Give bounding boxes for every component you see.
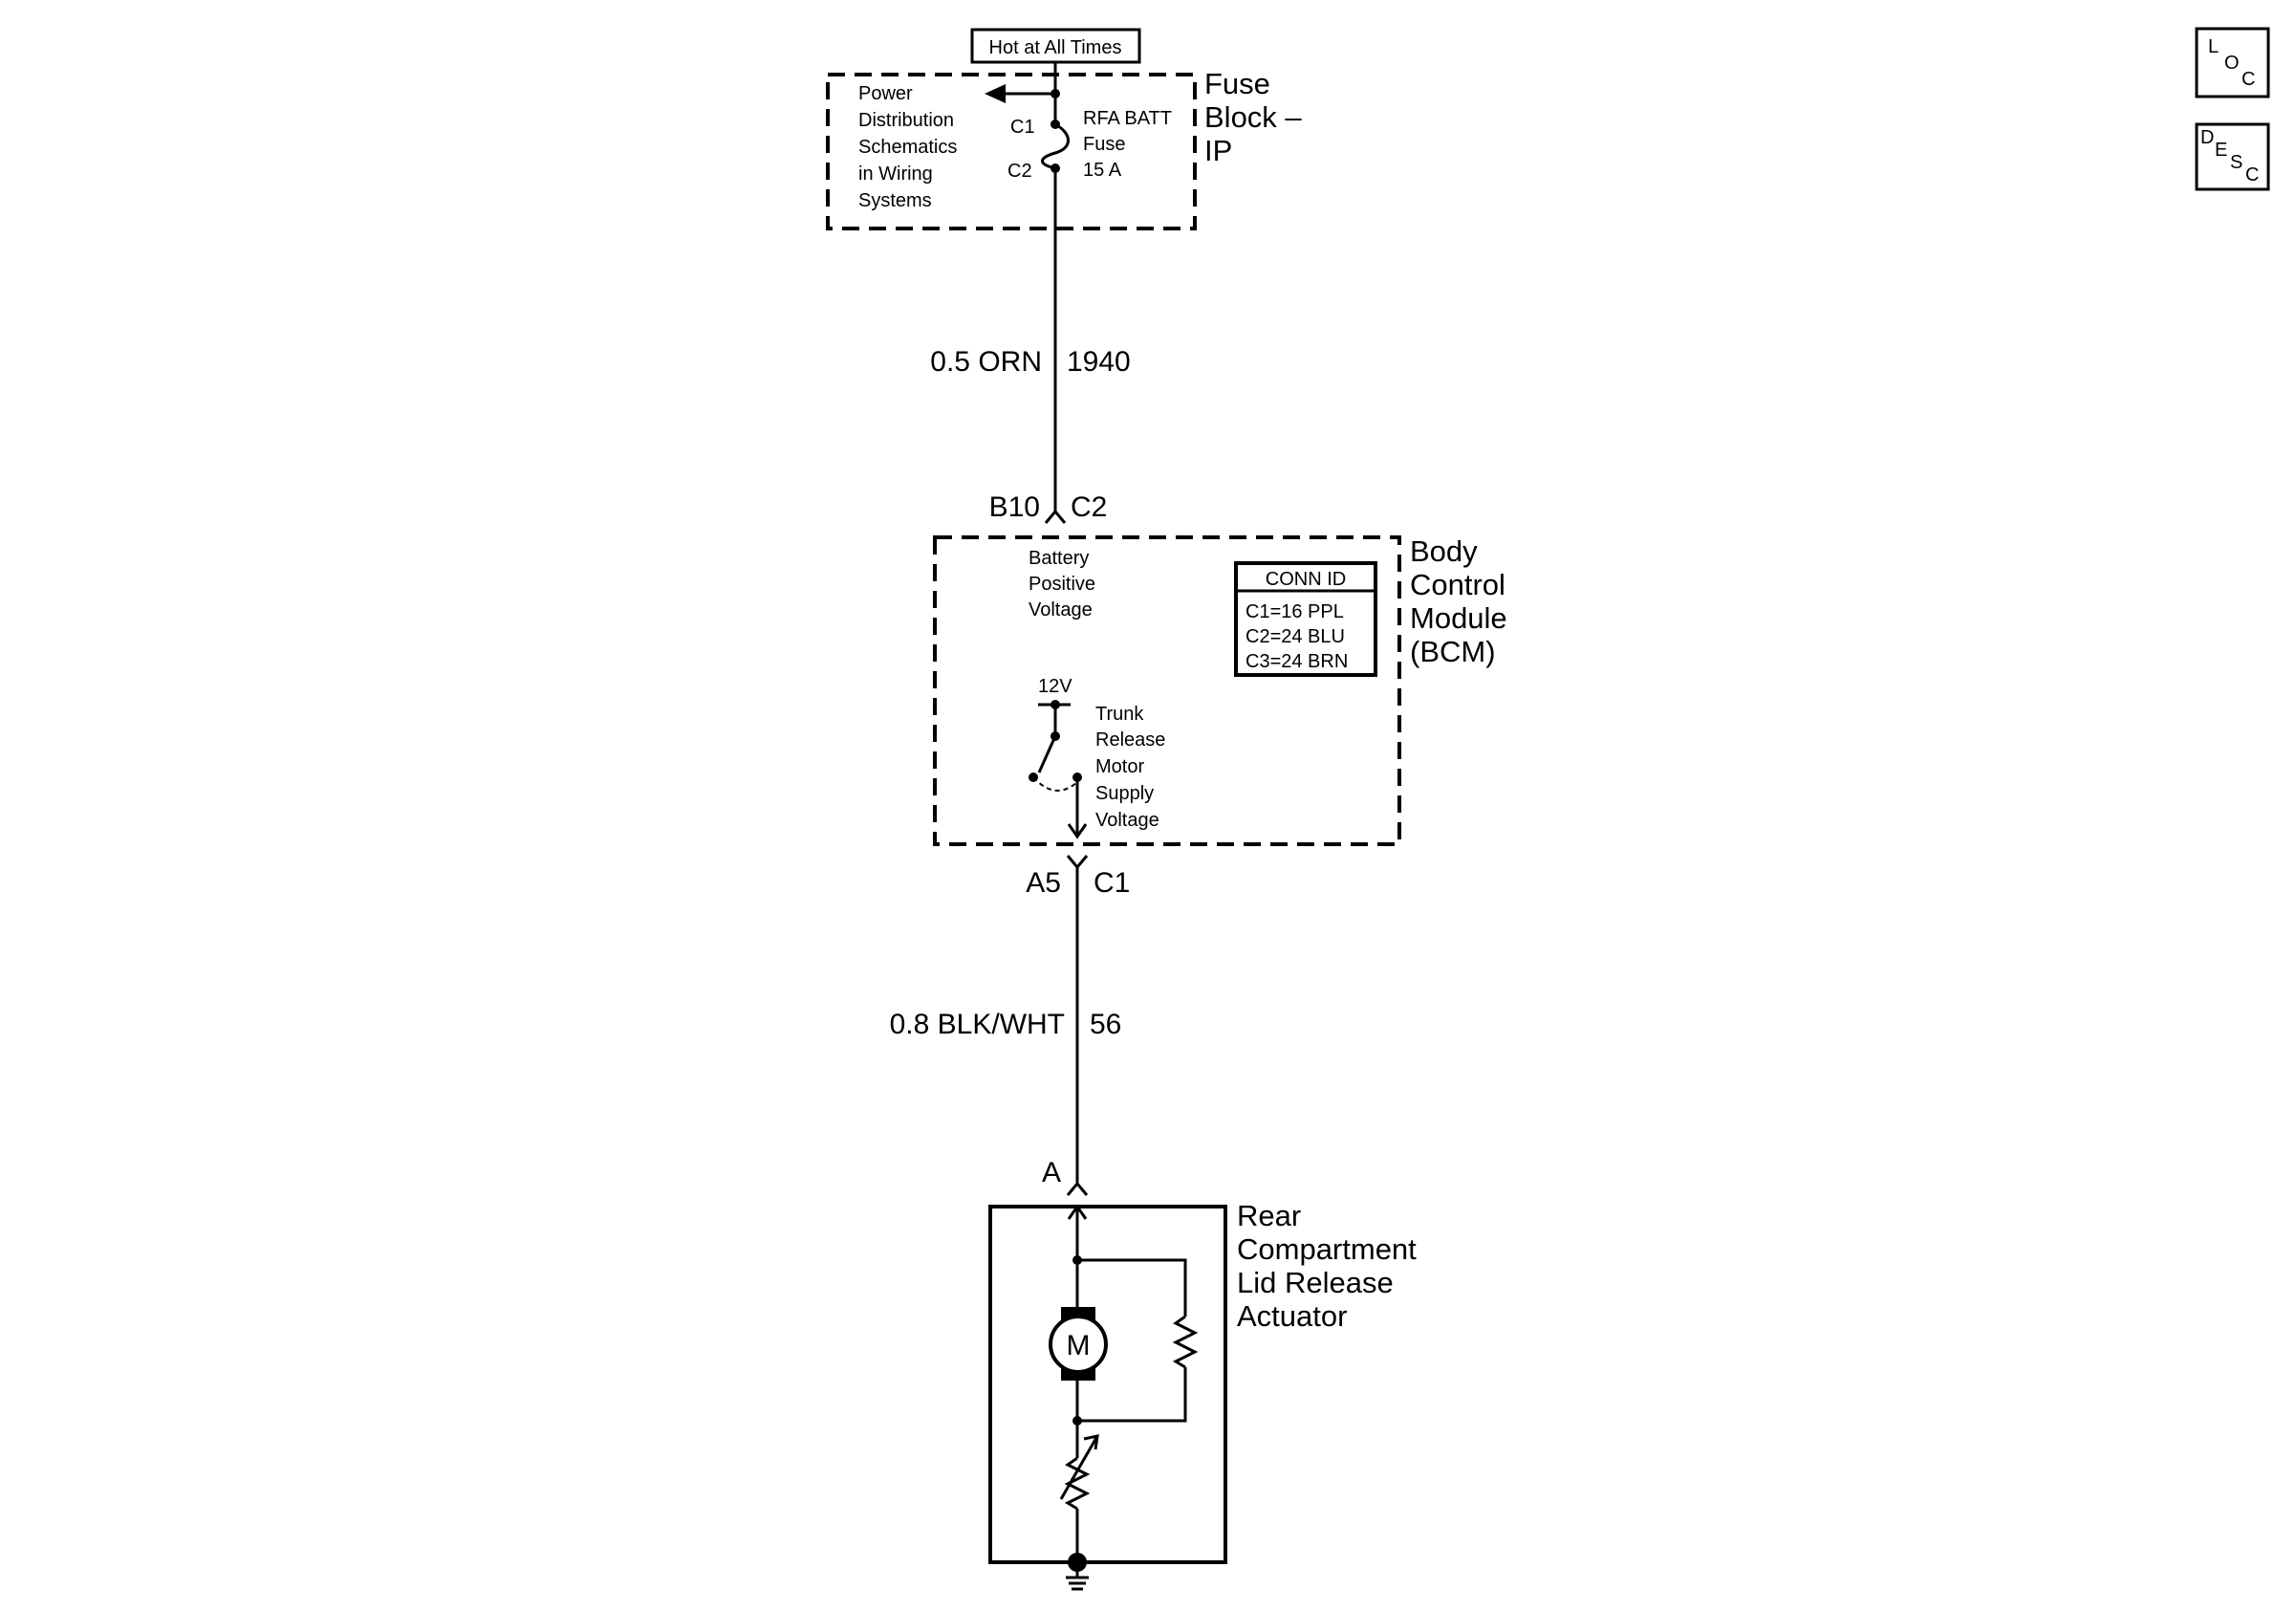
actuator-outline	[988, 1205, 1227, 1564]
note-line-3: Schematics	[858, 137, 957, 158]
note-line-5: Systems	[858, 190, 932, 211]
bcm-name-1: Body	[1410, 534, 1478, 568]
bcm-terminal-out: A5	[1026, 867, 1061, 899]
desc-letter-4: C	[2245, 164, 2259, 185]
bcm-input-label-1: Battery	[1029, 548, 1089, 569]
fuse-name-line-2: Fuse	[1083, 134, 1125, 155]
fuse-name-line-3: 15 A	[1083, 160, 1122, 181]
bcm-output-label-2: Release	[1095, 729, 1165, 751]
actuator-name-2: Compartment	[1237, 1232, 1417, 1266]
bcm-output-label-5: Voltage	[1095, 810, 1159, 831]
wire-1-spec: 0.5 ORN	[930, 346, 1042, 378]
bcm-name-2: Control	[1410, 568, 1505, 601]
fuse-block-name-2: Block –	[1204, 100, 1302, 134]
fuse-block-outline	[826, 73, 1197, 230]
fuse-name-line-1: RFA BATT	[1083, 108, 1172, 129]
fuse-block: Fuse Block – IP Power Distribution Schem…	[826, 62, 1302, 230]
conn-id-row-3: C3=24 BRN	[1245, 651, 1348, 672]
bcm-terminal-in: B10	[989, 491, 1040, 523]
loc-letter-2: O	[2224, 53, 2240, 74]
note-line-1: Power	[858, 83, 913, 104]
desc-letter-3: S	[2230, 152, 2242, 173]
bcm-input-label-2: Positive	[1029, 574, 1095, 595]
bcm-outline	[933, 535, 1401, 846]
fuse-element	[1041, 122, 1070, 170]
conn-id-box: CONN ID C1=16 PPL C2=24 BLU C3=24 BRN	[1234, 561, 1377, 677]
fuse-block-name-3: IP	[1204, 134, 1232, 167]
fuse-connector-c1: C1	[1010, 117, 1035, 138]
motor-symbol	[1049, 1315, 1108, 1374]
bcm-connector-in: C2	[1071, 491, 1107, 523]
wire-2-circuit: 56	[1090, 1009, 1121, 1040]
bcm-name-3: Module	[1410, 601, 1507, 635]
conn-id-row-1: C1=16 PPL	[1245, 601, 1344, 622]
bcm-name-4: (BCM)	[1410, 635, 1496, 668]
desc-button[interactable]: D E S C	[2195, 122, 2270, 191]
body-control-module: B10 C2 Body Control Module (BCM) Battery…	[933, 491, 1507, 899]
loc-button[interactable]: L O C	[2195, 27, 2270, 98]
wire-2-spec: 0.8 BLK/WHT	[890, 1009, 1065, 1040]
trunk-release-switch: 12V	[1029, 676, 1088, 839]
actuator-terminal: A	[1042, 1157, 1061, 1188]
bcm-output-label-1: Trunk	[1095, 704, 1144, 725]
parallel-resistor	[1172, 1315, 1199, 1369]
conn-id-title: CONN ID	[1266, 569, 1346, 590]
bcm-in-connector-chevron	[1044, 509, 1067, 524]
motor-label: M	[1067, 1330, 1091, 1361]
note-line-2: Distribution	[858, 110, 954, 131]
bcm-connector-out: C1	[1094, 867, 1130, 899]
power-distribution-arrow-head	[985, 84, 1006, 103]
conn-id-row-2: C2=24 BLU	[1245, 626, 1345, 647]
note-line-4: in Wiring	[858, 163, 933, 185]
bcm-out-connector-chevron	[1066, 855, 1089, 870]
actuator-name-1: Rear	[1237, 1199, 1301, 1232]
bcm-output-label-3: Motor	[1095, 756, 1144, 777]
hot-at-all-times-label: Hot at All Times	[970, 28, 1141, 64]
rear-compartment-lid-release-actuator: A Rear Compartment Lid Release Actuator …	[988, 1157, 1417, 1591]
fuse-connector-c2: C2	[1007, 161, 1032, 182]
desc-letter-2: E	[2215, 140, 2227, 161]
actuator-name-4: Actuator	[1237, 1299, 1347, 1333]
switch-voltage-label: 12V	[1038, 676, 1072, 697]
bcm-input-label-3: Voltage	[1029, 599, 1093, 620]
desc-letter-1: D	[2200, 127, 2214, 148]
wire-1-circuit: 1940	[1067, 346, 1131, 378]
bcm-output-label-4: Supply	[1095, 783, 1154, 804]
fuse-junction-dot	[1051, 89, 1060, 98]
loc-letter-1: L	[2208, 36, 2219, 57]
hot-at-all-times-text: Hot at All Times	[989, 37, 1122, 58]
variable-resistor	[1064, 1456, 1091, 1511]
loc-letter-3: C	[2242, 69, 2255, 90]
fuse-block-name-1: Fuse	[1204, 67, 1270, 100]
actuator-connector-chevron	[1066, 1181, 1089, 1196]
actuator-name-3: Lid Release	[1237, 1266, 1394, 1299]
power-distribution-note: Power Distribution Schematics in Wiring …	[858, 83, 957, 211]
